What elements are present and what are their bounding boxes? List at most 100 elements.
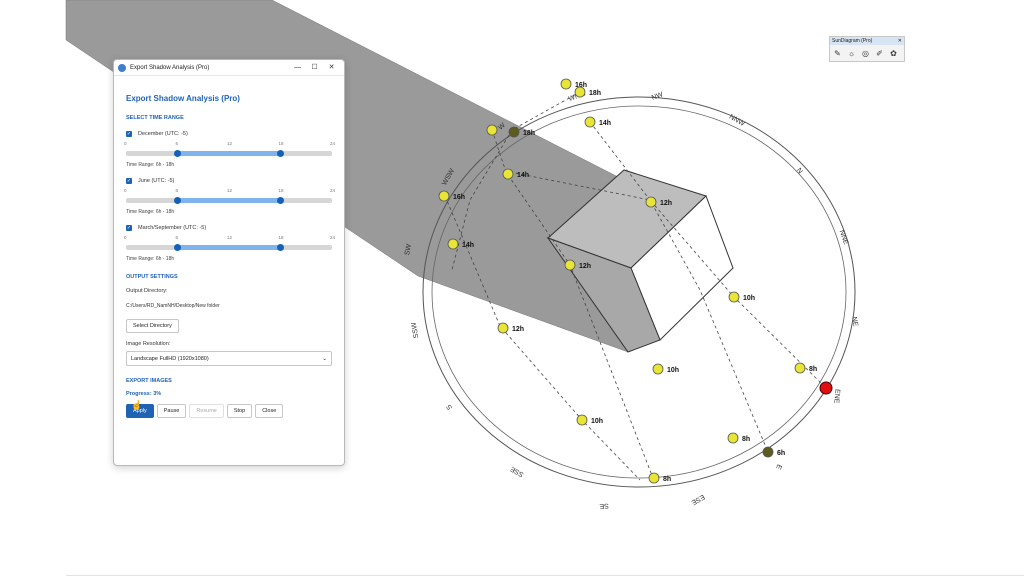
progress-text: Progress: 3% (126, 391, 162, 397)
sun-hour-label: 10h (667, 367, 679, 374)
compass-label: SW (404, 243, 413, 256)
slider-range (177, 198, 281, 203)
season-label: December (UTC: -5) (138, 131, 188, 137)
hour-tick-label: 0 (124, 188, 127, 193)
sun-position-marker[interactable] (576, 414, 588, 426)
compass-label: ESE (690, 493, 706, 506)
sun-position-marker[interactable] (728, 291, 740, 303)
sun-position-marker[interactable] (447, 238, 459, 250)
sun-position-marker[interactable] (574, 86, 586, 98)
hour-tick-label: 18 (278, 188, 284, 193)
sun-position-marker[interactable] (560, 78, 572, 90)
time-range-text: Time Range: 6h - 18h (126, 162, 175, 168)
time-range-slider[interactable] (126, 243, 332, 251)
compass-label: S (445, 403, 454, 411)
hour-tick-label: 12 (227, 235, 233, 240)
season-row: ✓June (UTC: -5) (126, 177, 332, 185)
target-icon[interactable]: ◎ (862, 49, 869, 58)
sun-markers: 16h18h18h14h14h16h12h14h12h10h12h8h6h10h… (438, 78, 817, 484)
hour-tick-label: 6 (175, 141, 179, 146)
sun-position-marker[interactable] (794, 362, 806, 374)
resume-button[interactable]: Resume (189, 404, 224, 418)
hour-tick-label: 0 (124, 141, 127, 146)
shadow-brush-icon[interactable]: ✐ (876, 49, 883, 58)
slider-start-handle[interactable] (174, 150, 181, 157)
slider-end-handle[interactable] (277, 197, 284, 204)
time-range-section-title: SELECT TIME RANGE (126, 115, 184, 121)
edit-icon[interactable]: ✎ (834, 49, 841, 58)
compass-outer-ring (422, 96, 856, 488)
pause-button[interactable]: Pause (156, 404, 187, 418)
dialog-titlebar[interactable]: Export Shadow Analysis (Pro) — ☐ ✕ (114, 60, 344, 76)
hour-tick-label: 6 (175, 235, 179, 240)
sun-hour-label: 12h (512, 326, 524, 333)
sun-position-marker[interactable] (564, 259, 576, 271)
slider-start-handle[interactable] (174, 244, 181, 251)
building-left-face (546, 236, 661, 353)
output-settings-title: OUTPUT SETTINGS (126, 274, 178, 280)
sun-position-marker[interactable] (652, 363, 664, 375)
sun-hour-label: 8h (663, 476, 671, 483)
hour-tick-label: 18 (278, 141, 284, 146)
season-checkbox[interactable]: ✓ (126, 178, 132, 184)
sun-position-marker[interactable] (762, 446, 774, 458)
sun-hour-label: 18h (523, 130, 535, 137)
current-sun-marker[interactable] (819, 381, 833, 395)
hour-tick-label: 24 (330, 188, 336, 193)
sun-position-marker[interactable] (502, 168, 514, 180)
season-checkbox[interactable]: ✓ (126, 131, 132, 137)
sun-path-line (509, 171, 827, 389)
hour-tick-label: 12 (227, 141, 233, 146)
export-images-title: EXPORT IMAGES (126, 378, 172, 384)
season-row: ✓ December (UTC: -5) (126, 130, 332, 138)
sun-position-marker[interactable] (438, 190, 450, 202)
slider-end-handle[interactable] (277, 244, 284, 251)
app-icon (118, 63, 126, 72)
stop-button[interactable]: Stop (226, 404, 253, 418)
close-window-button[interactable]: ✕ (328, 63, 335, 71)
sun-hour-label: 16h (575, 82, 587, 89)
sun-hour-label: 8h (809, 366, 817, 373)
sun-position-marker[interactable] (648, 472, 660, 484)
sun-hour-label: 10h (743, 295, 755, 302)
chevron-down-icon: ⌄ (322, 355, 327, 362)
compass-label: NNW (728, 113, 746, 128)
apply-button[interactable]: Apply (126, 404, 154, 418)
sun-hour-label: 8h (742, 436, 750, 443)
hour-tick-label: 6 (175, 188, 179, 193)
close-button[interactable]: Close (255, 404, 284, 418)
select-directory-button[interactable]: Select Directory (126, 319, 179, 333)
sun-path-line (491, 129, 654, 479)
sun-position-marker[interactable] (727, 432, 739, 444)
season-label: March/September (UTC: -5) (138, 225, 207, 231)
sun-position-marker[interactable] (497, 322, 509, 334)
toolbar-titlebar[interactable]: SunDiagram (Pro) ✕ (830, 37, 904, 45)
sun-position-marker[interactable] (508, 126, 520, 138)
palette-icon[interactable]: ✿ (890, 49, 897, 58)
hour-tick-label: 24 (330, 235, 336, 240)
sun-position-marker[interactable] (486, 124, 498, 136)
sun-position-marker[interactable] (645, 196, 657, 208)
time-range-slider[interactable] (126, 196, 332, 204)
minimize-button[interactable]: — (294, 63, 301, 71)
sun-hour-label: 12h (660, 200, 672, 207)
season-row: ✓ March/September (UTC: -5) (126, 224, 332, 232)
sun-position-marker[interactable] (584, 116, 596, 128)
time-range-slider[interactable] (126, 149, 332, 157)
season-checkbox[interactable]: ✓ (126, 225, 132, 231)
dialog-window-title: Export Shadow Analysis (Pro) (130, 64, 210, 71)
slider-start-handle[interactable] (174, 197, 181, 204)
compass-label: NW (651, 91, 665, 102)
sun-hour-label: 6h (777, 450, 785, 457)
slider-end-handle[interactable] (277, 150, 284, 157)
image-resolution-select[interactable]: Landscape FullHD (1920x1080) ⌄ (126, 351, 332, 366)
mouse-cursor-icon: ☝ (131, 400, 143, 410)
toolbar-close-button[interactable]: ✕ (897, 38, 902, 44)
maximize-button[interactable]: ☐ (311, 63, 318, 71)
sun-settings-icon[interactable]: ☼ (847, 49, 856, 58)
compass-label: N (795, 167, 804, 175)
dialog-heading: Export Shadow Analysis (Pro) (126, 94, 240, 103)
